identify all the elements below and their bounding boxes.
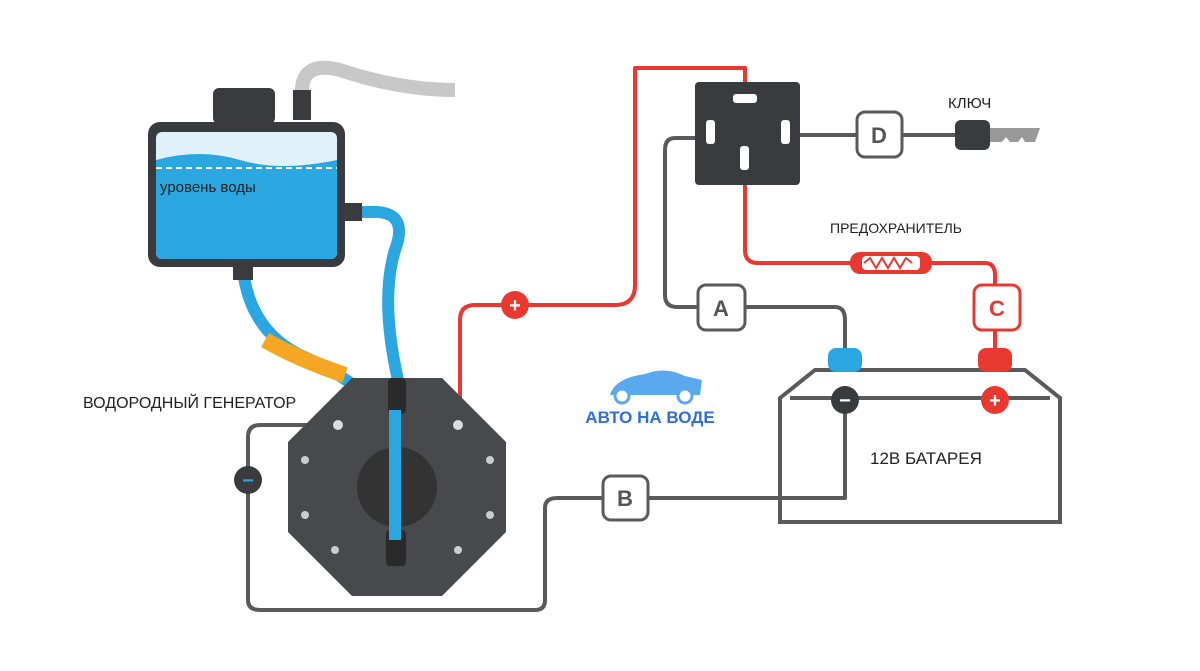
generator-label: ВОДОРОДНЫЙ ГЕНЕРАТОР: [83, 393, 296, 412]
key-icon: [955, 120, 1040, 150]
gray-wire-relay-to-battery-minus: [663, 136, 847, 350]
water-level-label: уровень воды: [160, 179, 256, 196]
vent-hose: [294, 60, 456, 97]
gray-wire-generator-to-battery: [246, 400, 847, 612]
svg-text:АВТО НА ВОДЕ: АВТО НА ВОДЕ: [585, 408, 714, 427]
generator-minus-marker: [234, 466, 262, 494]
svg-text:D: D: [871, 123, 887, 148]
svg-text:C: C: [989, 296, 1005, 321]
connector-b: B: [601, 474, 650, 522]
minus-symbol: −: [242, 470, 254, 492]
relay: [695, 82, 800, 185]
fuse-icon: [850, 252, 932, 274]
svg-text:+: +: [989, 390, 1001, 412]
plus-symbol: +: [509, 295, 521, 317]
battery-label: 12В БАТАРЕЯ: [870, 449, 982, 468]
generator-plus-marker: [501, 291, 529, 319]
svg-text:−: −: [839, 390, 851, 412]
connector-d: D: [855, 110, 904, 159]
connector-a: A: [696, 283, 747, 332]
key-label: КЛЮЧ: [948, 95, 991, 112]
svg-text:B: B: [617, 486, 633, 511]
hydrogen-generator: [288, 378, 506, 596]
orange-sleeve: [261, 333, 348, 383]
water-tank: [148, 88, 362, 280]
red-wire-relay-to-generator: [458, 66, 747, 425]
logo: АВТО НА ВОДЕ: [525, 335, 762, 463]
fuse-label: ПРЕДОХРАНИТЕЛЬ: [830, 220, 962, 236]
battery-plus-icon: [981, 386, 1009, 414]
connector-c: C: [972, 283, 1022, 332]
battery: − +: [778, 348, 1062, 524]
hose-generator-to-tank: [350, 205, 405, 382]
svg-text:A: A: [713, 296, 729, 321]
battery-minus-icon: [831, 386, 859, 414]
